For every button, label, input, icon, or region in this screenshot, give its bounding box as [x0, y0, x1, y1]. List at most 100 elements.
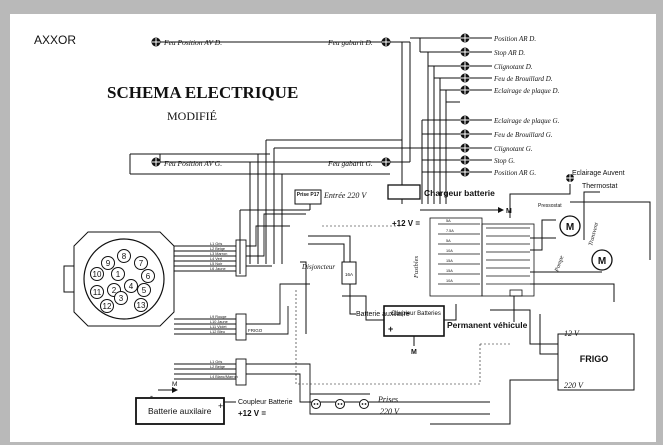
coupleur-wiring [342, 295, 457, 321]
svg-text:L3 Marron: L3 Marron [210, 252, 227, 256]
svg-text:L11 Violet: L11 Violet [210, 325, 227, 329]
pin-9: 9 [106, 259, 111, 268]
svg-text:L4 Blanc/Marron: L4 Blanc/Marron [210, 375, 238, 379]
lamp-label-d-1: Stop AR D. [494, 49, 525, 57]
lamp-label-d-4: Eclairage de plaque D. [493, 87, 560, 95]
coupleur-plus: + [388, 324, 393, 334]
batterie-aux-box [135, 397, 225, 425]
pin-2: 2 [112, 286, 117, 295]
batterie-aux-box-label: Batterie auxilaire [148, 406, 212, 416]
lamp-icon [460, 73, 470, 83]
outlet-icon [311, 399, 321, 409]
svg-text:7.5A: 7.5A [446, 229, 454, 233]
motor-icon: M [559, 215, 581, 237]
connector-harness [174, 213, 490, 415]
svg-text:10A: 10A [446, 249, 453, 253]
plus12-bottom: +12 V = [238, 409, 266, 418]
bottom-m-label: M [172, 381, 177, 388]
charger-m-label: M [506, 208, 512, 215]
top-wiring [129, 37, 460, 274]
svg-text:L1 Gris: L1 Gris [210, 360, 222, 364]
lamp-label-g-1: Feu de Brouillard G. [493, 131, 553, 139]
svg-text:L9 Rouge: L9 Rouge [210, 315, 226, 319]
schematic-sheet: AXXOR SCHEMA ELECTRIQUE MODIFIÉ [10, 14, 656, 442]
pin-8: 8 [122, 252, 127, 261]
thermostat-label: Thermostat [582, 183, 617, 190]
batterie-aux-label: Batterie auxiliaire [356, 311, 410, 318]
lamp-icon [460, 61, 470, 71]
svg-text:L10 Jaune: L10 Jaune [210, 320, 228, 324]
presostat-label: Pressostat [538, 203, 562, 209]
outlet-icon [359, 399, 369, 409]
prises-label: Prises [377, 395, 398, 404]
lamp-label-g-3: Stop G. [494, 157, 515, 165]
frigo-tag: FRIGO [248, 328, 263, 333]
svg-text:L1 Gris: L1 Gris [210, 242, 222, 246]
svg-text:5A: 5A [446, 219, 451, 223]
lamp-icon [460, 129, 470, 139]
lamp-label-g-0: Eclairage de plaque G. [493, 117, 560, 125]
pin-11: 11 [93, 288, 102, 297]
diagram-title: SCHEMA ELECTRIQUE [107, 83, 298, 102]
svg-text:15A: 15A [446, 269, 453, 273]
lamp-icon [460, 47, 470, 57]
chargeur-box [387, 184, 421, 200]
prise-label: Prise P17 [297, 192, 320, 198]
lamp-label-g-2: Clignotant G. [494, 145, 533, 153]
plus-sign: + [218, 401, 223, 411]
eclairage-auvent-label: Eclairage Auvent [572, 170, 625, 177]
lamp-icon [460, 85, 470, 95]
frigo-220v: 220 V [564, 381, 584, 390]
svg-text:L5 Noir: L5 Noir [210, 262, 223, 266]
wiring-diagram: AXXOR SCHEMA ELECTRIQUE MODIFIÉ [34, 33, 651, 425]
lamp-icon [151, 37, 161, 47]
label-feu-position-av-g: Feu Position AV G. [163, 159, 222, 168]
lamp-icon [460, 33, 470, 43]
coupleur-batterie-label: Coupleur Batterie [238, 399, 293, 406]
entree-label: Entrée 220 V [323, 191, 367, 200]
lamp-icon [460, 167, 470, 177]
brand-label: AXXOR [34, 33, 76, 47]
chargeur-label: Chargeur batterie [424, 188, 495, 198]
label-feu-gabarit-g: Feu gabarit G. [327, 159, 373, 168]
svg-text:10A: 10A [446, 279, 453, 283]
prises-220-label: 220 V [380, 407, 400, 416]
frigo-label: FRIGO [580, 354, 609, 364]
frigo-12v: 12 V [564, 329, 580, 338]
svg-text:L2 Beige: L2 Beige [210, 247, 225, 251]
svg-text:L4 Vert: L4 Vert [210, 257, 223, 261]
frigo-box [557, 333, 635, 391]
coupleur-minus: - [391, 310, 394, 317]
top-lamps [151, 37, 391, 167]
disjoncteur [300, 235, 357, 334]
lamp-label-d-3: Feu de Brouillard D. [493, 75, 553, 83]
lamp-icon [566, 174, 574, 182]
prise-box [294, 189, 322, 205]
svg-text:L2 Beige: L2 Beige [210, 365, 225, 369]
pump-circuit [509, 184, 651, 322]
svg-text:M: M [598, 256, 606, 267]
dashed-guides [295, 225, 510, 385]
minus-sign: - [150, 391, 153, 401]
svg-text:L12 Bleu: L12 Bleu [210, 330, 225, 334]
disjoncteur-label: Disjoncteur [301, 263, 335, 271]
right-lamps [460, 33, 470, 177]
pin-3: 3 [119, 294, 124, 303]
svg-text:5A: 5A [446, 239, 451, 243]
disjoncteur-rating: 16A [345, 272, 353, 277]
outlet-icon [335, 399, 345, 409]
coupleur-m-label: M [411, 349, 417, 356]
pin-13: 13 [137, 301, 146, 310]
outlet-group [310, 393, 370, 409]
svg-text:L6 Jaune: L6 Jaune [210, 267, 226, 271]
permanent-label: Permanent véhicule [447, 320, 528, 330]
pin-4: 4 [129, 282, 134, 291]
round-connector [63, 231, 175, 327]
fusibles-label: Fusibles [413, 256, 420, 279]
coupleur-title: Coupleur Batteries [391, 311, 441, 317]
lamp-icon [460, 115, 470, 125]
lamp-icon [460, 143, 470, 153]
pin-6: 6 [146, 272, 151, 281]
lamp-label-d-0: Position AR D. [493, 35, 536, 43]
